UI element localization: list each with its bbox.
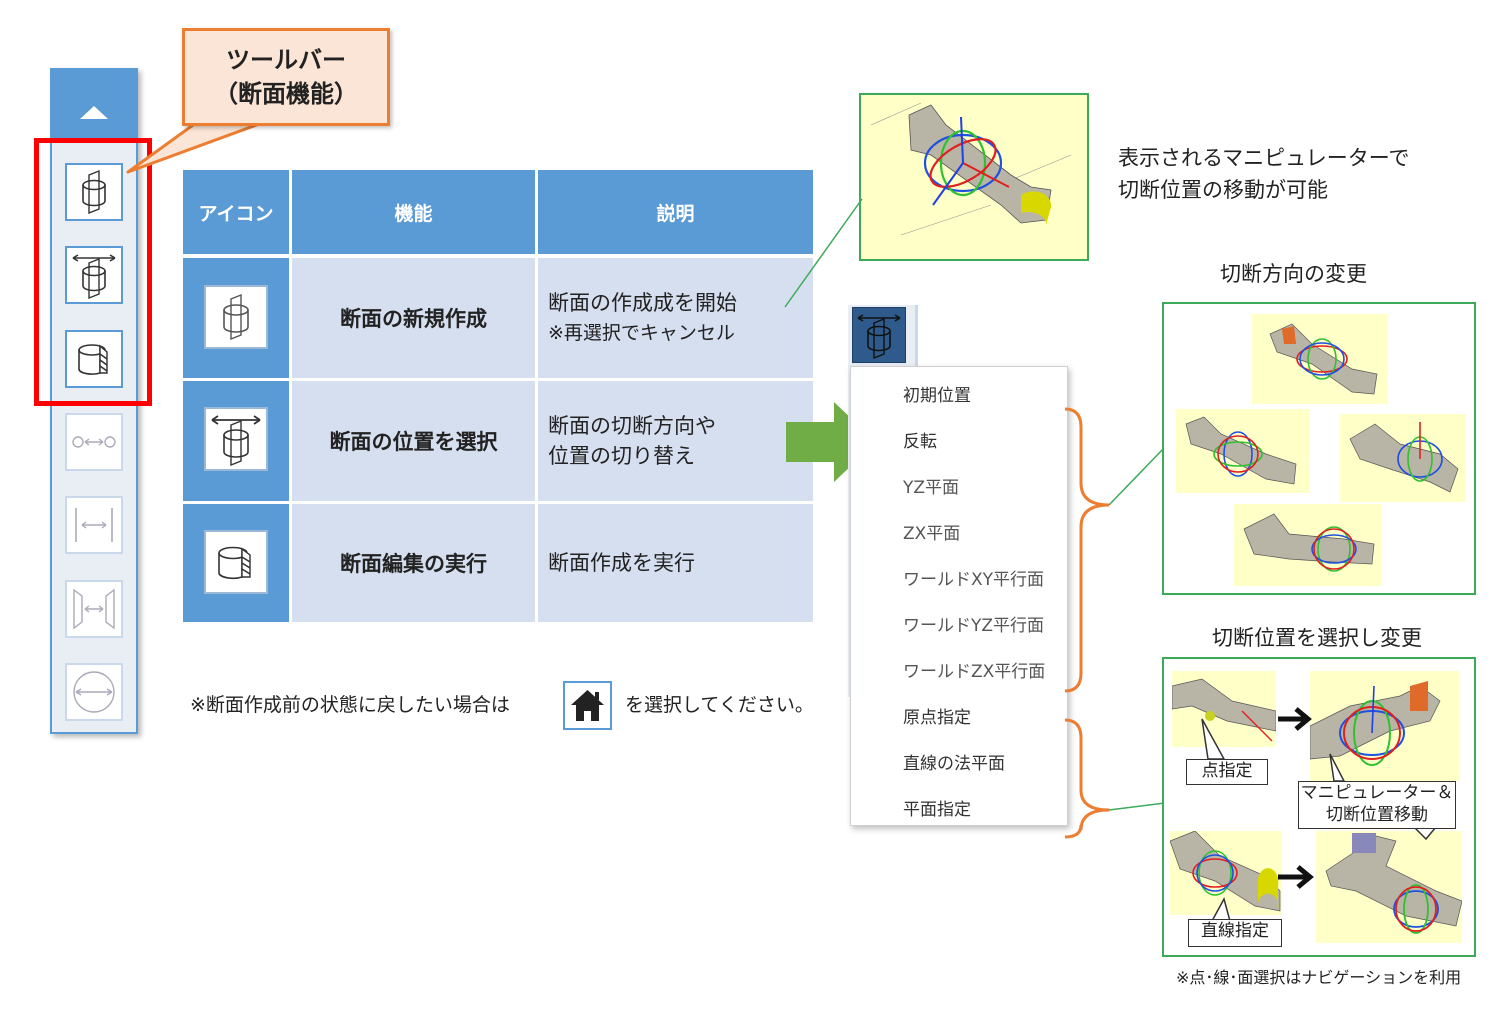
toolbar-callout: ツールバー （断面機能）	[182, 28, 390, 126]
select-section-position-button-active[interactable]	[852, 307, 906, 363]
menu-item-world-zx-parallel[interactable]: ワールドZX平行面	[903, 662, 1046, 682]
manipulator-move-image	[1316, 831, 1462, 943]
new-section-icon	[82, 169, 106, 215]
part-manipulator-image	[870, 102, 1072, 236]
select-section-position-icon	[857, 314, 901, 360]
span-distance-button[interactable]	[65, 580, 123, 638]
menu-item-initial-position[interactable]: 初期位置	[903, 386, 971, 406]
table-row-icon-cell	[183, 258, 289, 378]
direction-examples	[1162, 302, 1476, 595]
table-row-description: 断面作成を実行	[538, 504, 813, 622]
table-row-description: 断面の切断方向や 位置の切り替え	[538, 381, 813, 501]
execute-section-edit-icon	[204, 530, 268, 594]
line-select-image	[1170, 831, 1282, 915]
position-caption: 切断位置を選択し変更	[1212, 626, 1422, 650]
select-section-position-icon	[72, 254, 116, 300]
distance-between-points-icon	[72, 436, 116, 448]
menu-item-zx-plane[interactable]: ZX平面	[903, 524, 961, 544]
menu-item-flip[interactable]: 反転	[903, 432, 937, 452]
callout-title: ツールバー	[226, 46, 346, 74]
distance-between-points-button[interactable]	[65, 413, 123, 471]
table-row-name: 断面の位置を選択	[292, 381, 535, 501]
chevron-up-icon	[80, 106, 108, 119]
manipulator-move-image	[1310, 671, 1460, 781]
section-tools-highlight	[34, 138, 152, 406]
arrow-right-icon	[1278, 707, 1312, 731]
toolbar-collapse-button[interactable]	[52, 68, 136, 140]
manipulator-caption: 表示されるマニピュレーターで 切断位置の移動が可能	[1118, 142, 1409, 206]
manipulator-caption-line2: 切断位置の移動が可能	[1118, 178, 1328, 202]
description-text-2: 位置の切り替え	[548, 444, 695, 468]
home-note-text: ※断面作成前の状態に戻したい場合は	[190, 694, 510, 716]
table-row-name: 断面の新規作成	[292, 258, 535, 378]
diameter-button[interactable]	[65, 663, 123, 721]
menu-item-origin[interactable]: 原点指定	[903, 708, 971, 728]
execute-section-edit-icon	[78, 344, 108, 375]
connector-line	[784, 198, 863, 308]
direction-example-image	[1252, 314, 1388, 404]
description-text: 断面の切断方向や	[548, 414, 716, 438]
menu-item-world-xy-parallel[interactable]: ワールドXY平行面	[903, 570, 1045, 590]
direction-caption: 切断方向の変更	[1220, 262, 1367, 286]
manipulator-caption-line1: 表示されるマニピュレーターで	[1118, 146, 1410, 170]
table-header-description: 説明	[538, 170, 813, 254]
menu-item-plane[interactable]: 平面指定	[903, 800, 971, 820]
parallel-distance-button[interactable]	[65, 496, 123, 554]
new-section-icon	[204, 285, 268, 349]
home-button[interactable]	[563, 681, 612, 730]
point-select-image	[1172, 671, 1276, 747]
arrow-right-icon	[1278, 865, 1314, 889]
manipulator-move-label: マニピュレーター＆ 切断位置移動	[1298, 781, 1456, 829]
direction-example-image	[1176, 409, 1310, 493]
callout-subtitle: （断面機能）	[214, 80, 358, 108]
diameter-icon	[73, 671, 115, 713]
footnote: ※点･線･面選択はナビゲーションを利用	[1176, 968, 1462, 987]
direction-example-image	[1340, 414, 1466, 502]
table-row-icon-cell	[183, 381, 289, 501]
table-row-icon-cell	[183, 504, 289, 622]
menu-item-yz-plane[interactable]: YZ平面	[903, 478, 960, 498]
menu-item-world-yz-parallel[interactable]: ワールドYZ平行面	[903, 616, 1045, 636]
table-row-name: 断面編集の実行	[292, 504, 535, 622]
description-text: 断面の作成成を開始	[548, 291, 737, 315]
description-note: ※再選択でキャンセル	[548, 322, 735, 344]
menu-item-line-normal-plane[interactable]: 直線の法平面	[903, 754, 1005, 774]
execute-section-edit-button[interactable]	[65, 330, 123, 388]
description-text: 断面作成を実行	[548, 551, 695, 575]
direction-example-image	[1234, 504, 1382, 586]
point-select-label: 点指定	[1186, 759, 1268, 785]
line-select-label: 直線指定	[1188, 919, 1282, 947]
table-header-icon: アイコン	[183, 170, 289, 254]
manipulator-screenshot	[859, 93, 1089, 261]
section-position-menu: 初期位置 反転 YZ平面 ZX平面 ワールドXY平行面 ワールドYZ平行面 ワー…	[850, 366, 1068, 826]
table-header-function: 機能	[292, 170, 535, 254]
select-section-position-button[interactable]	[65, 246, 123, 304]
span-distance-icon	[73, 588, 115, 630]
home-icon	[571, 690, 604, 721]
select-section-position-icon	[204, 407, 268, 471]
manipulator-label-line2: 切断位置移動	[1326, 805, 1428, 825]
parallel-distance-icon	[75, 508, 113, 542]
manipulator-label-line1: マニピュレーター＆	[1300, 783, 1454, 803]
position-examples: 点指定 マニピュレーター＆ 切断位置移動 直線指定	[1162, 657, 1476, 957]
menu-braces	[1064, 407, 1166, 839]
table-row-description: 断面の作成成を開始 ※再選択でキャンセル	[538, 258, 813, 378]
new-section-button[interactable]	[65, 163, 123, 221]
home-note-text-after: を選択してください。	[625, 694, 814, 716]
